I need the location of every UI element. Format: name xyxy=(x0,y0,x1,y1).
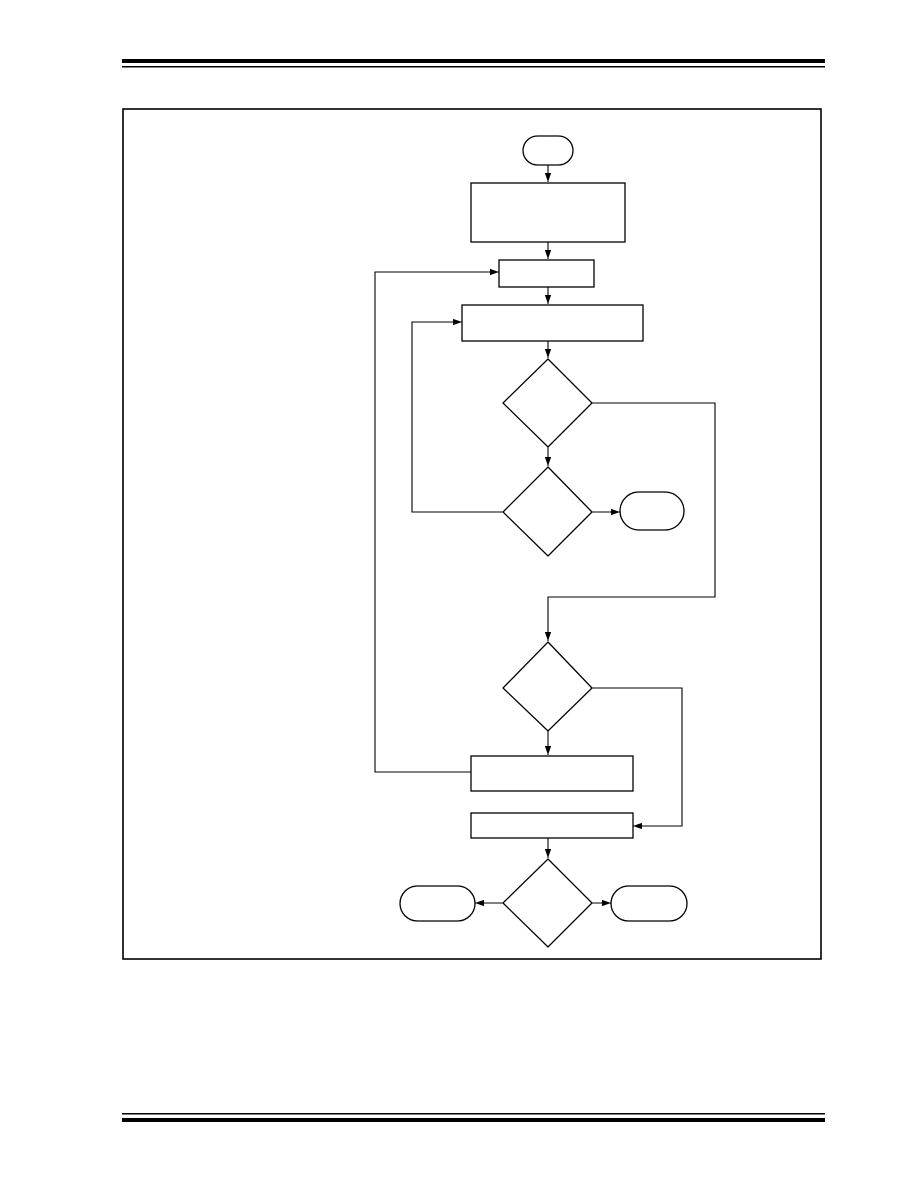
header-rule xyxy=(122,59,825,68)
connector-third-decision-to-final-process xyxy=(592,687,683,830)
retry-process xyxy=(470,755,634,792)
figure-frame xyxy=(122,108,822,960)
flowchart-shapes xyxy=(399,135,688,948)
footer-rule xyxy=(122,1113,825,1122)
poll-process xyxy=(461,304,644,342)
left-end-terminator xyxy=(399,885,476,922)
connectors xyxy=(374,165,716,907)
start-terminator xyxy=(522,135,574,166)
connector-second-decision-loop-back xyxy=(411,318,503,513)
final-process xyxy=(470,812,634,839)
third-decision xyxy=(502,641,593,732)
connector-retry-loop-back xyxy=(374,268,499,773)
second-decision xyxy=(502,466,593,557)
first-decision xyxy=(502,358,593,448)
right-end-terminator xyxy=(610,885,688,922)
exit-terminator xyxy=(619,491,685,531)
init-process xyxy=(470,182,626,243)
connector-first-decision-to-third-decision xyxy=(544,402,716,641)
final-decision xyxy=(502,858,593,948)
loop-entry-process xyxy=(498,259,595,288)
